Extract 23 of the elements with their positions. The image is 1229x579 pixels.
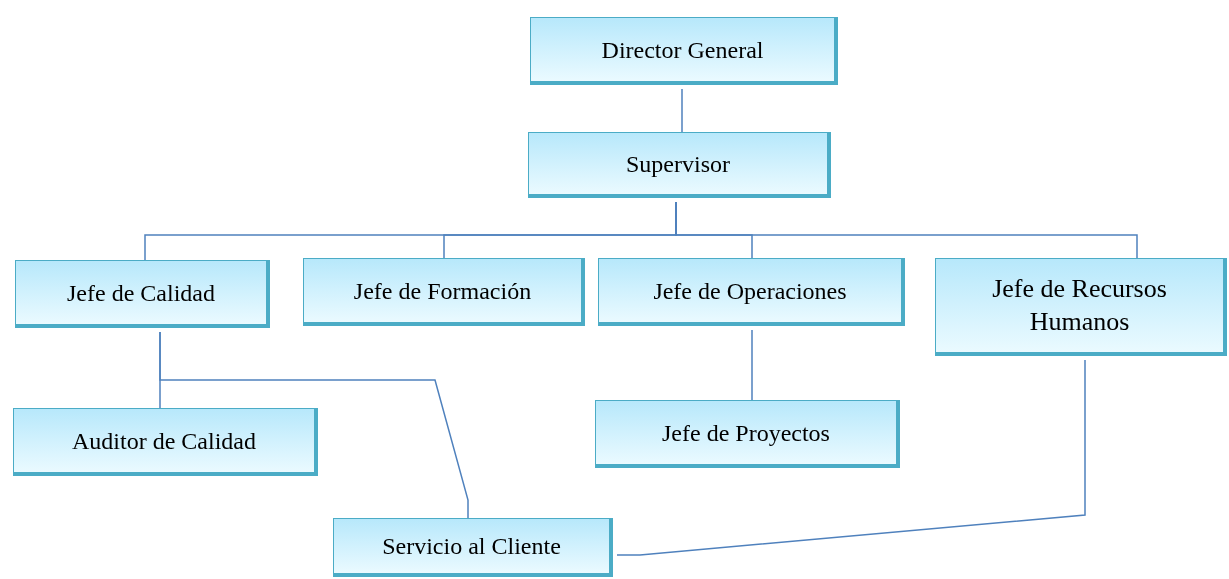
position-title: Servicio al Cliente xyxy=(382,532,561,561)
position-title: Director General xyxy=(601,35,764,65)
position-title: Jefe de Calidad xyxy=(67,278,215,308)
position-box xyxy=(15,260,270,328)
position-box xyxy=(333,518,613,577)
connector-line xyxy=(616,359,1086,556)
position-title: Jefe de Recursos Humanos xyxy=(991,273,1168,338)
connector-line xyxy=(675,201,1138,259)
position-box xyxy=(303,258,585,326)
position-box xyxy=(13,408,318,476)
position-title: Jefe de Proyectos xyxy=(662,418,830,448)
position-title: Jefe de Operaciones xyxy=(653,276,847,306)
position-box xyxy=(528,132,831,198)
connector-line xyxy=(681,88,683,133)
position-title: Auditor de Calidad xyxy=(72,426,256,456)
connector-line xyxy=(751,329,753,401)
position-box xyxy=(598,258,905,326)
position-box xyxy=(530,17,838,85)
position-box xyxy=(595,400,900,468)
position-title: Supervisor xyxy=(626,149,730,179)
position-title: Jefe de Formación xyxy=(353,276,532,306)
connector-line xyxy=(159,331,469,519)
position-box xyxy=(935,258,1227,356)
